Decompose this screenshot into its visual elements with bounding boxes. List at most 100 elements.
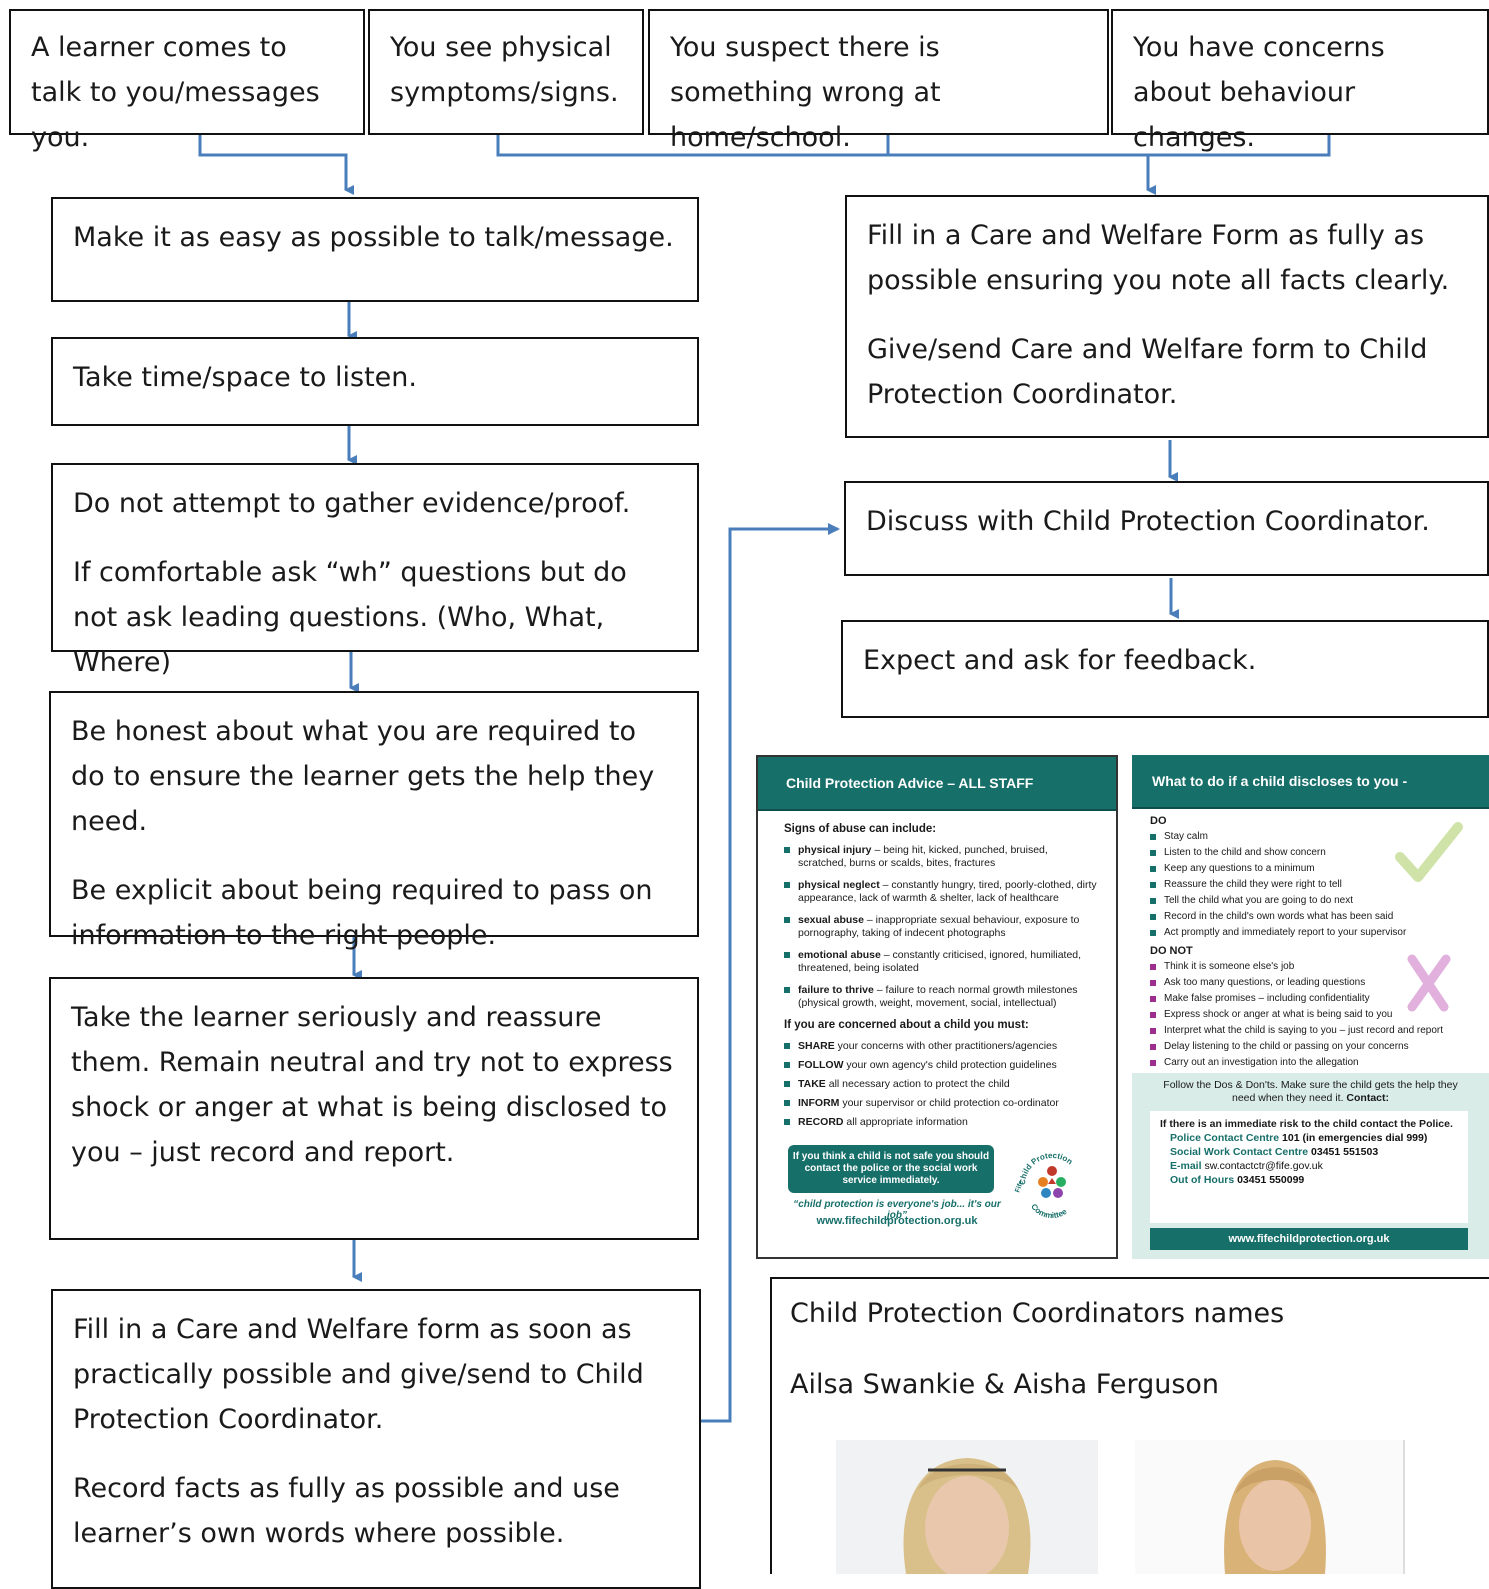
sign-term: sexual abuse xyxy=(798,914,864,926)
sign-item: emotional abuse – constantly criticised,… xyxy=(784,949,1098,975)
bullet-square-icon xyxy=(1150,1028,1156,1034)
step-text: Be explicit about being required to pass… xyxy=(71,875,653,951)
dont-heading: DO NOT xyxy=(1150,945,1193,957)
social-work-contact: Social Work Contact Centre 03451 551503 xyxy=(1160,1145,1458,1159)
connector-form-to-discuss xyxy=(701,523,840,1423)
step-text: Fill in a Care and Welfare form as soon … xyxy=(73,1314,644,1435)
must-text: INFORM your supervisor or child protecti… xyxy=(798,1097,1059,1110)
sign-text: physical injury – being hit, kicked, pun… xyxy=(798,844,1098,870)
do-item: Listen to the child and show concern xyxy=(1150,845,1477,861)
portrait-icon xyxy=(836,1440,1098,1574)
top-box-text: You see physical symptoms/signs. xyxy=(390,32,619,108)
dont-text: Carry out an investigation into the alle… xyxy=(1164,1057,1359,1068)
dont-item: Express shock or anger at what is being … xyxy=(1150,1007,1477,1023)
top-box-text: You have concerns about behaviour change… xyxy=(1133,32,1385,153)
tick-icon xyxy=(1395,822,1463,882)
step-text: Discuss with Child Protection Coordinato… xyxy=(866,506,1430,537)
sign-text: sexual abuse – inappropriate sexual beha… xyxy=(798,914,1098,940)
bullet-square-icon xyxy=(1150,850,1156,856)
step-discuss: Discuss with Child Protection Coordinato… xyxy=(844,481,1489,576)
top-box-suspect: You suspect there is something wrong at … xyxy=(648,9,1109,153)
must-item: RECORD all appropriate information xyxy=(784,1116,1098,1129)
must-term: TAKE xyxy=(798,1078,826,1090)
do-text: Act promptly and immediately report to y… xyxy=(1164,927,1407,938)
bullet-square-icon xyxy=(784,1062,790,1068)
must-desc: your supervisor or child protection co-o… xyxy=(839,1097,1059,1109)
bullet-square-icon xyxy=(1150,930,1156,936)
step-text: Make it as easy as possible to talk/mess… xyxy=(73,222,674,253)
dont-text: Interpret what the child is saying to yo… xyxy=(1164,1025,1444,1036)
portrait-icon xyxy=(1135,1440,1403,1574)
police-value: 101 (in emergencies dial 999) xyxy=(1282,1132,1428,1144)
contact-details: If there is an immediate risk to the chi… xyxy=(1150,1111,1468,1223)
must-term: FOLLOW xyxy=(798,1059,844,1071)
bullet-square-icon xyxy=(1150,996,1156,1002)
sign-term: physical neglect xyxy=(798,879,880,891)
step-text: Take the learner seriously and reassure … xyxy=(71,1002,673,1168)
contact-intro-text: Follow the Dos & Don'ts. Make sure the c… xyxy=(1163,1079,1458,1104)
leaflet-quote: “child protection is everyone's job... i… xyxy=(793,1199,1001,1221)
bullet-square-icon xyxy=(784,1081,790,1087)
bullet-square-icon xyxy=(1150,1060,1156,1066)
must-text: RECORD all appropriate information xyxy=(798,1116,968,1129)
connector-learner xyxy=(198,135,354,195)
step-text: Do not attempt to gather evidence/proof. xyxy=(73,488,631,519)
do-text: Tell the child what you are going to do … xyxy=(1164,895,1354,906)
must-term: RECORD xyxy=(798,1116,844,1128)
ooh-value: 03451 550099 xyxy=(1237,1174,1305,1186)
dont-item: Ask too many questions, or leading quest… xyxy=(1150,975,1477,991)
sign-desc: – inappropriate sexual behaviour, exposu… xyxy=(798,914,1080,939)
must-item: TAKE all necessary action to protect the… xyxy=(784,1078,1098,1091)
sign-term: emotional abuse xyxy=(798,949,881,961)
dont-text: Think it is someone else's job xyxy=(1164,961,1295,972)
step-text: Take time/space to listen. xyxy=(73,362,417,393)
sw-value: 03451 551503 xyxy=(1311,1146,1379,1158)
bullet-square-icon xyxy=(1150,1012,1156,1018)
sign-text: failure to thrive – failure to reach nor… xyxy=(798,984,1098,1010)
svg-text:Committee: Committee xyxy=(1029,1202,1069,1220)
bullet-square-icon xyxy=(784,1043,790,1049)
must-term: INFORM xyxy=(798,1097,840,1109)
coordinators-heading: Child Protection Coordinators names xyxy=(790,1298,1285,1329)
leaflet-what-to-do: What to do if a child discloses to you -… xyxy=(1132,755,1489,1259)
out-of-hours-contact: Out of Hours 03451 550099 xyxy=(1160,1173,1458,1187)
step-reassure: Take the learner seriously and reassure … xyxy=(49,977,699,1240)
bullet-square-icon xyxy=(784,882,790,888)
leaflet-url: www.fifechildprotection.org.uk xyxy=(816,1215,978,1227)
do-item: Act promptly and immediately report to y… xyxy=(1150,925,1477,941)
dont-item: Interpret what the child is saying to yo… xyxy=(1150,1023,1477,1039)
email-label: E-mail xyxy=(1170,1160,1202,1172)
must-term: SHARE xyxy=(798,1040,835,1052)
top-box-learner: A learner comes to talk to you/messages … xyxy=(9,9,365,153)
top-box-physical: You see physical symptoms/signs. xyxy=(368,9,644,135)
email-contact: E-mail sw.contactctr@fife.gov.uk xyxy=(1160,1159,1458,1173)
step-text: Expect and ask for feedback. xyxy=(863,645,1257,676)
dont-item: Make false promises – including confiden… xyxy=(1150,991,1477,1007)
coordinators-names: Ailsa Swankie & Aisha Ferguson xyxy=(790,1369,1220,1400)
sign-term: physical injury xyxy=(798,844,872,856)
must-text: FOLLOW your own agency's child protectio… xyxy=(798,1059,1057,1072)
bullet-square-icon xyxy=(784,1119,790,1125)
must-text: TAKE all necessary action to protect the… xyxy=(798,1078,1010,1091)
top-box-text: You suspect there is something wrong at … xyxy=(670,32,941,153)
do-text: Listen to the child and show concern xyxy=(1164,847,1326,858)
bullet-square-icon xyxy=(784,847,790,853)
dont-item: Think it is someone else's job xyxy=(1150,959,1477,975)
step-text: Fill in a Care and Welfare Form as fully… xyxy=(867,220,1450,296)
bullet-square-icon xyxy=(784,952,790,958)
bullet-square-icon xyxy=(1150,898,1156,904)
bullet-square-icon xyxy=(1150,866,1156,872)
safe-notice: If you think a child is not safe you sho… xyxy=(788,1145,994,1193)
must-desc: all appropriate information xyxy=(843,1116,968,1128)
coordinators-box: Child Protection Coordinators names Ails… xyxy=(770,1277,1489,1574)
police-label: Police Contact Centre xyxy=(1170,1132,1280,1144)
step-no-evidence: Do not attempt to gather evidence/proof.… xyxy=(51,463,699,678)
leaflet-url: www.fifechildprotection.org.uk xyxy=(1150,1228,1468,1250)
step-be-honest: Be honest about what you are required to… xyxy=(49,691,699,951)
sign-desc: – constantly hungry, tired, poorly-cloth… xyxy=(798,879,1097,904)
step-feedback: Expect and ask for feedback. xyxy=(841,620,1489,718)
contact-intro-label: Contact: xyxy=(1346,1092,1390,1104)
must-item: SHARE your concerns with other practitio… xyxy=(784,1040,1098,1053)
bullet-square-icon xyxy=(1150,914,1156,920)
